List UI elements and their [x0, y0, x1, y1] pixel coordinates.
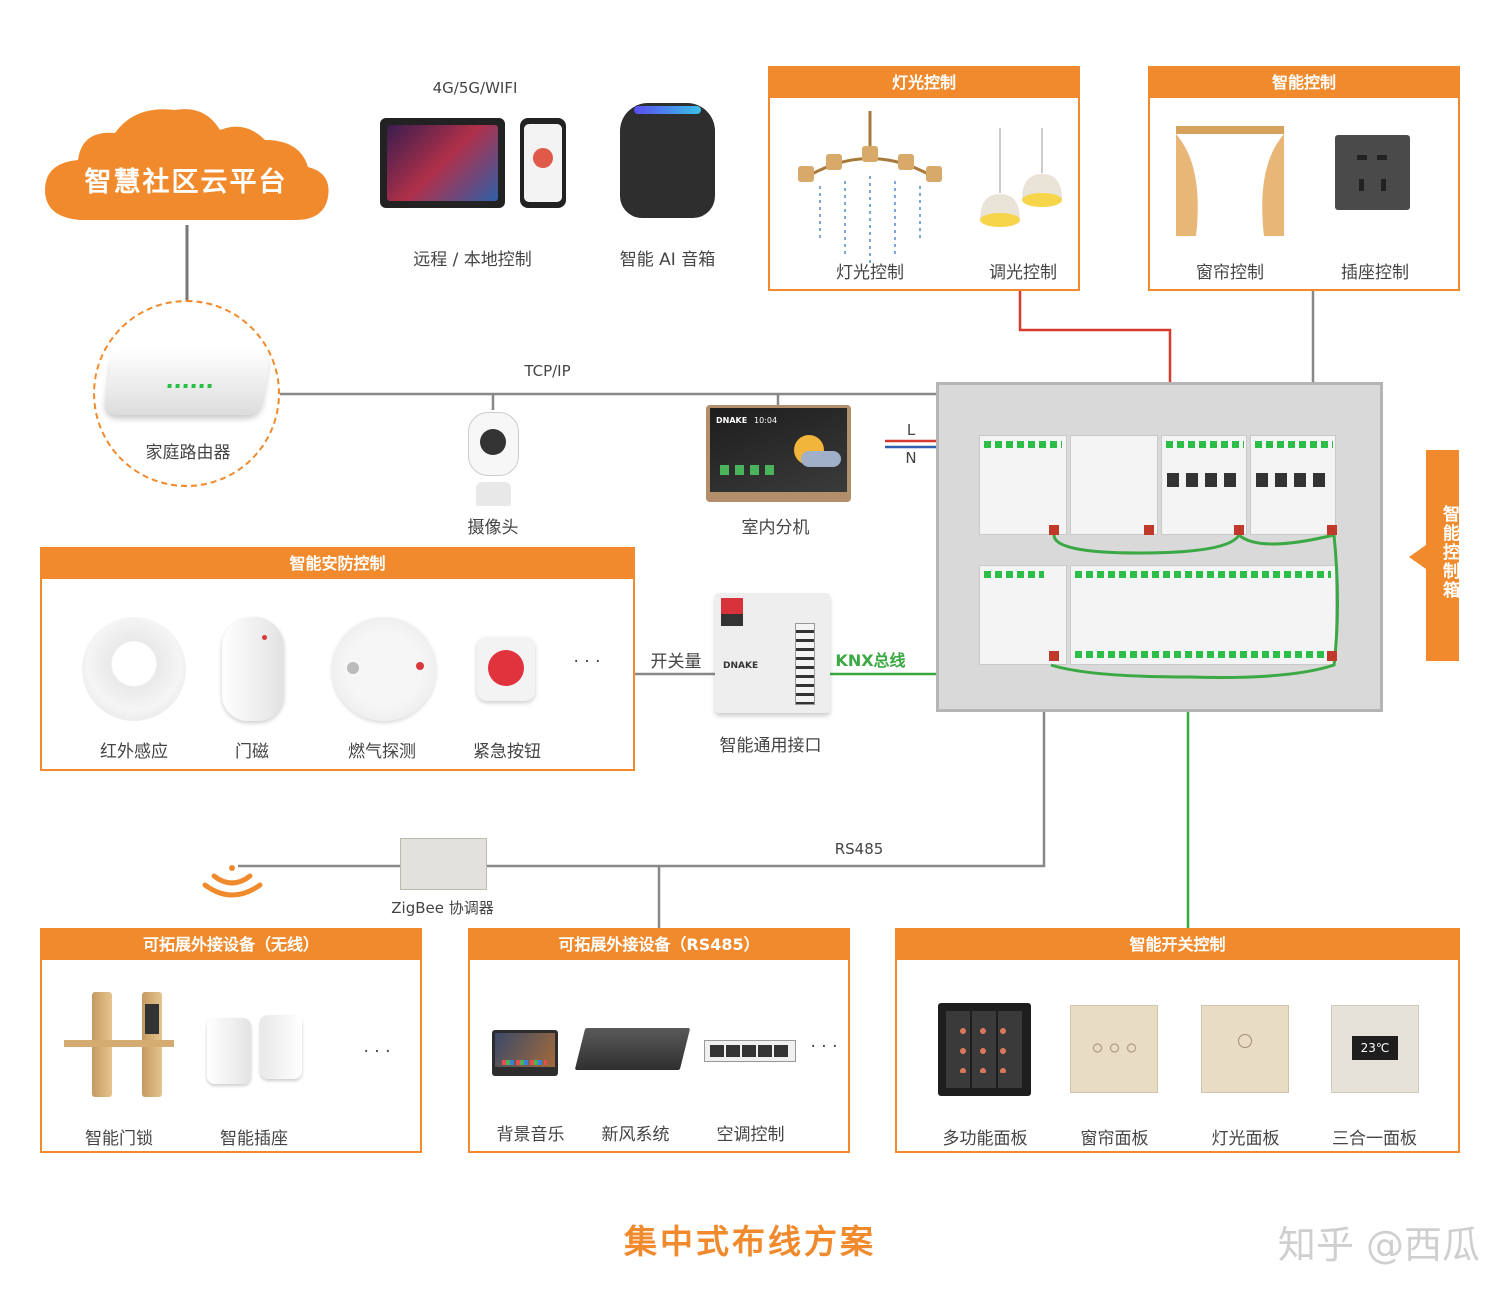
curtain-icon: [1176, 126, 1284, 236]
smart-item-0: 窗帘控制: [1196, 263, 1264, 283]
smart-control-panel: 智能控制 窗帘控制 插座控制: [1148, 66, 1460, 291]
din-module-2: [1070, 435, 1158, 535]
smart-item-1: 插座控制: [1341, 263, 1409, 283]
lighting-panel-title: 灯光控制: [770, 68, 1078, 98]
cabinet-side-label: 智能控制箱: [1439, 505, 1459, 600]
smart-control-cabinet: [936, 382, 1383, 712]
rs485-panel-title: 可拓展外接设备（RS485）: [470, 930, 848, 960]
relay-blocks: [1167, 473, 1243, 487]
security-more: · · ·: [573, 652, 601, 672]
zigbee-coordinator-device: [400, 838, 487, 890]
rs485-item-0: 背景音乐: [496, 1125, 565, 1145]
indoor-unit-label: 室内分机: [741, 518, 810, 538]
power-n-label: N: [905, 449, 917, 467]
security-item-1: 门磁: [235, 742, 269, 762]
indoor-brand: DNAKE: [716, 416, 748, 425]
cabinet-side-tag: 智能控制箱: [1426, 450, 1459, 661]
knx-label: KNX总线: [835, 651, 906, 670]
lighting-item-0: 灯光控制: [836, 263, 904, 283]
tcpip-label: TCP/IP: [524, 362, 571, 380]
phone-device: [520, 118, 566, 208]
rs485-item-1: 新风系统: [601, 1125, 670, 1145]
chandelier-icon: [798, 111, 942, 266]
wireless-item-1: 智能插座: [220, 1129, 288, 1149]
camera-label: 摄像头: [467, 518, 519, 538]
watermark: 知乎 @西瓜: [1277, 1223, 1480, 1267]
camera-device: [466, 412, 521, 507]
indoor-unit-device: DNAKE 10:04: [706, 405, 851, 502]
switch-signal-label: 开关量: [650, 652, 702, 672]
music-panel-icon: [492, 1030, 558, 1076]
gas-detector-icon: [332, 617, 436, 721]
switch-item-3: 三合一面板: [1332, 1129, 1417, 1149]
speaker-label: 智能 AI 音箱: [619, 250, 716, 270]
ac-controller-icon: [704, 1040, 796, 1062]
wireless-panel-title: 可拓展外接设备（无线）: [42, 930, 420, 960]
interface-module-device: DNAKE: [715, 593, 830, 713]
speaker-device: [620, 103, 715, 218]
smart-plug-icon: [207, 1018, 251, 1084]
power-l-label: L: [906, 421, 916, 439]
rs485-label: RS485: [834, 840, 884, 858]
smart-plug-side-icon: [260, 1015, 302, 1079]
pendant-lamp-icon: [980, 128, 1062, 227]
thermostat-panel-icon: 23℃: [1331, 1005, 1419, 1093]
network-label: 4G/5G/WIFI: [432, 79, 518, 97]
switch-item-0: 多功能面板: [942, 1129, 1028, 1149]
light-switch-icon: [1201, 1005, 1289, 1093]
cloud-icon: [45, 109, 329, 220]
din-module-5: [979, 565, 1067, 665]
cloud-platform: 智慧社区云平台: [40, 105, 332, 230]
wifi-icon: [202, 865, 263, 898]
curtain-switch-icon: [1070, 1005, 1158, 1093]
tablet-device: [380, 118, 505, 208]
switch-panel-title: 智能开关控制: [897, 930, 1458, 960]
cloud-label: 智慧社区云平台: [84, 167, 288, 198]
switch-item-2: 灯光面板: [1211, 1129, 1280, 1149]
wireless-item-0: 智能门锁: [85, 1129, 153, 1149]
switch-item-1: 窗帘面板: [1080, 1129, 1149, 1149]
security-item-3: 紧急按钮: [473, 742, 541, 762]
door-sensor-icon: [222, 617, 284, 721]
security-control-panel: 智能安防控制 · · · 红外感应 门磁 燃气探测 紧急按钮: [40, 547, 635, 771]
lighting-control-panel: 灯光控制 灯光控制 调光控制: [768, 66, 1080, 291]
security-item-0: 红外感应: [100, 742, 168, 762]
multifunction-panel-icon: [938, 1003, 1031, 1096]
interface-label: 智能通用接口: [719, 736, 822, 756]
diagram-title: 集中式布线方案: [624, 1222, 876, 1261]
rs485-more: · · ·: [810, 1037, 838, 1057]
emergency-button-icon: [477, 637, 535, 701]
router-circle: [93, 300, 280, 487]
fresh-air-icon: [574, 1028, 691, 1070]
router-device: [103, 350, 271, 415]
interface-brand: DNAKE: [723, 661, 759, 671]
switch-control-panel: 智能开关控制 23℃ 多功能面板 窗帘面板 灯光面板 三合一面板: [895, 928, 1460, 1153]
din-module-1: [979, 435, 1067, 535]
smart-lock-icon: [64, 992, 174, 1097]
security-panel-title: 智能安防控制: [42, 549, 633, 579]
din-module-6: [1070, 565, 1336, 665]
rs485-line: [487, 660, 1046, 868]
zigbee-label: ZigBee 协调器: [391, 899, 494, 917]
cabinet-side-arrow: [1409, 545, 1426, 569]
security-item-2: 燃气探测: [348, 742, 416, 762]
rs485-item-2: 空调控制: [716, 1125, 785, 1145]
rs485-devices-panel: 可拓展外接设备（RS485） · · · 背景音乐 新风系统 空调控制: [468, 928, 850, 1153]
wireless-more: · · ·: [363, 1042, 391, 1062]
lighting-item-1: 调光控制: [989, 263, 1057, 283]
pir-sensor-icon: [82, 617, 186, 721]
thermostat-reading: 23℃: [1352, 1036, 1398, 1060]
socket-icon: [1335, 135, 1410, 210]
router-label: 家庭路由器: [145, 443, 231, 463]
indoor-time: 10:04: [754, 416, 778, 425]
wireless-devices-panel: 可拓展外接设备（无线） · · · 智能门锁 智能插座: [40, 928, 422, 1153]
remote-control-label: 远程 / 本地控制: [413, 250, 532, 270]
relay-blocks-2: [1256, 473, 1332, 487]
internal-bus: [1049, 525, 1339, 679]
smart-panel-title: 智能控制: [1150, 68, 1458, 98]
